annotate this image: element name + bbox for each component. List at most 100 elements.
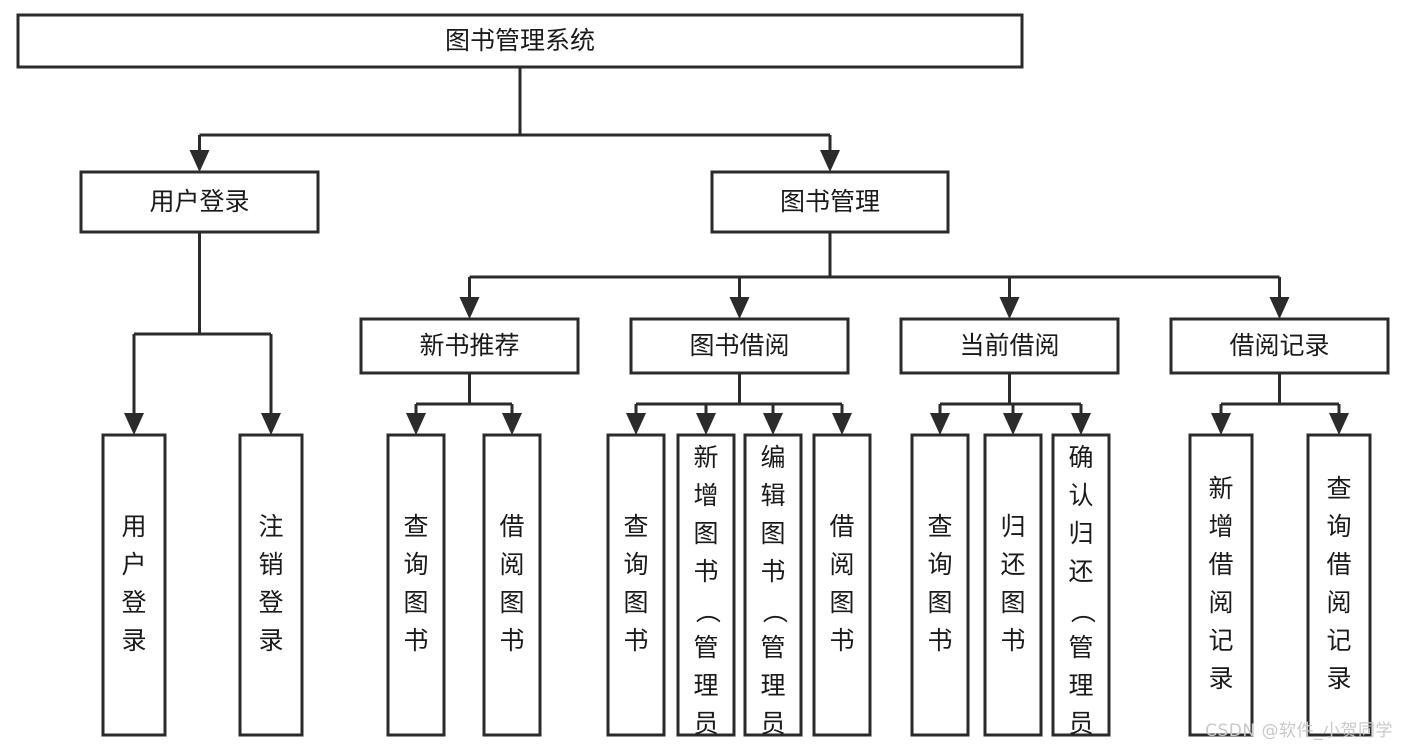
arrow-head-icon xyxy=(999,297,1020,319)
node-label-char: 确 xyxy=(1068,443,1093,472)
node-label-char: 理 xyxy=(1068,671,1093,700)
node-box[interactable] xyxy=(359,317,580,375)
node-label-char: （ xyxy=(693,598,722,623)
node-label: 新书推荐 xyxy=(419,331,519,360)
connector-group-current-borrow xyxy=(930,373,1091,435)
node-label-char: 辑 xyxy=(760,481,785,510)
node-label-char: 图 xyxy=(829,588,854,617)
node-box[interactable] xyxy=(482,433,542,737)
node-box[interactable] xyxy=(899,317,1120,375)
node-label-char: 记 xyxy=(1326,626,1351,655)
arrow-head-icon xyxy=(1329,413,1349,435)
node-label-char: 书 xyxy=(760,557,785,586)
node-box[interactable] xyxy=(743,433,803,737)
node-box[interactable] xyxy=(910,433,970,737)
connector-group-book-manage xyxy=(459,232,1290,319)
node-box[interactable] xyxy=(101,433,167,737)
node-leaf-user-login[interactable]: 用户登录 xyxy=(101,433,167,737)
node-label-char: 归 xyxy=(1000,512,1025,541)
node-label: 借阅记录 xyxy=(1229,331,1329,360)
arrow-head-icon xyxy=(189,150,210,172)
node-label-char: 阅 xyxy=(1326,588,1351,617)
node-label-char: 登 xyxy=(121,588,146,617)
node-label-char: 询 xyxy=(623,550,648,579)
node-label: 用户登录 xyxy=(149,187,249,216)
node-box[interactable] xyxy=(1051,433,1111,737)
node-label-char: 查 xyxy=(403,512,428,541)
node-label-char: （ xyxy=(1068,598,1097,623)
node-box[interactable] xyxy=(1306,433,1372,737)
node-borrow-record[interactable]: 借阅记录 xyxy=(1169,317,1390,375)
node-root[interactable]: 图书管理系统 xyxy=(16,13,1024,69)
node-box[interactable] xyxy=(1169,317,1390,375)
node-label: 图书管理系统 xyxy=(445,26,595,55)
node-label-char: 书 xyxy=(927,626,952,655)
arrow-head-icon xyxy=(696,413,716,435)
node-label-char: 员 xyxy=(1068,709,1093,738)
node-label-char: 增 xyxy=(693,481,718,510)
node-layer: 图书管理系统用户登录图书管理新书推荐图书借阅当前借阅借阅记录用户登录注销登录查询… xyxy=(16,13,1390,747)
node-label-char: 图 xyxy=(1000,588,1025,617)
node-book-borrow[interactable]: 图书借阅 xyxy=(629,317,850,375)
node-label-char: 录 xyxy=(121,626,146,655)
node-box[interactable] xyxy=(812,433,872,737)
node-label-char: 还 xyxy=(1000,550,1025,579)
arrow-head-icon xyxy=(626,413,646,435)
node-label-char: 管 xyxy=(760,633,785,662)
node-label-char: 员 xyxy=(760,709,785,738)
node-label-char: 理 xyxy=(693,671,718,700)
arrow-head-icon xyxy=(124,413,144,435)
node-box[interactable] xyxy=(16,13,1024,69)
node-box[interactable] xyxy=(983,433,1043,737)
node-box[interactable] xyxy=(1188,433,1254,737)
node-box[interactable] xyxy=(79,170,320,234)
node-label-char: 阅 xyxy=(829,550,854,579)
node-box[interactable] xyxy=(238,433,304,737)
node-label-char: 管 xyxy=(693,633,718,662)
arrow-head-icon xyxy=(502,413,522,435)
node-label-char: 注 xyxy=(258,512,283,541)
node-label-char: 书 xyxy=(403,626,428,655)
node-label-char: 销 xyxy=(258,550,283,579)
node-user-login[interactable]: 用户登录 xyxy=(79,170,320,234)
node-box[interactable] xyxy=(629,317,850,375)
node-label-char: 编 xyxy=(760,443,785,472)
node-current-borrow[interactable]: 当前借阅 xyxy=(899,317,1120,375)
node-box[interactable] xyxy=(676,433,736,737)
node-label: 当前借阅 xyxy=(959,331,1059,360)
node-book-manage[interactable]: 图书管理 xyxy=(710,170,950,234)
node-box[interactable] xyxy=(710,170,950,234)
node-new-book-rec[interactable]: 新书推荐 xyxy=(359,317,580,375)
connector-group-book-borrow xyxy=(626,373,852,435)
arrow-head-icon xyxy=(1211,413,1231,435)
node-label-char: 新 xyxy=(1208,474,1233,503)
node-label: 图书管理 xyxy=(780,187,880,216)
node-box[interactable] xyxy=(606,433,666,737)
node-label-char: 登 xyxy=(258,588,283,617)
node-box[interactable] xyxy=(386,433,446,737)
node-label-char: 归 xyxy=(1068,519,1093,548)
node-label-char: 记 xyxy=(1208,626,1233,655)
node-label-char: 理 xyxy=(760,671,785,700)
arrow-head-icon xyxy=(1269,297,1290,319)
connector-group-new-book-rec xyxy=(406,373,522,435)
